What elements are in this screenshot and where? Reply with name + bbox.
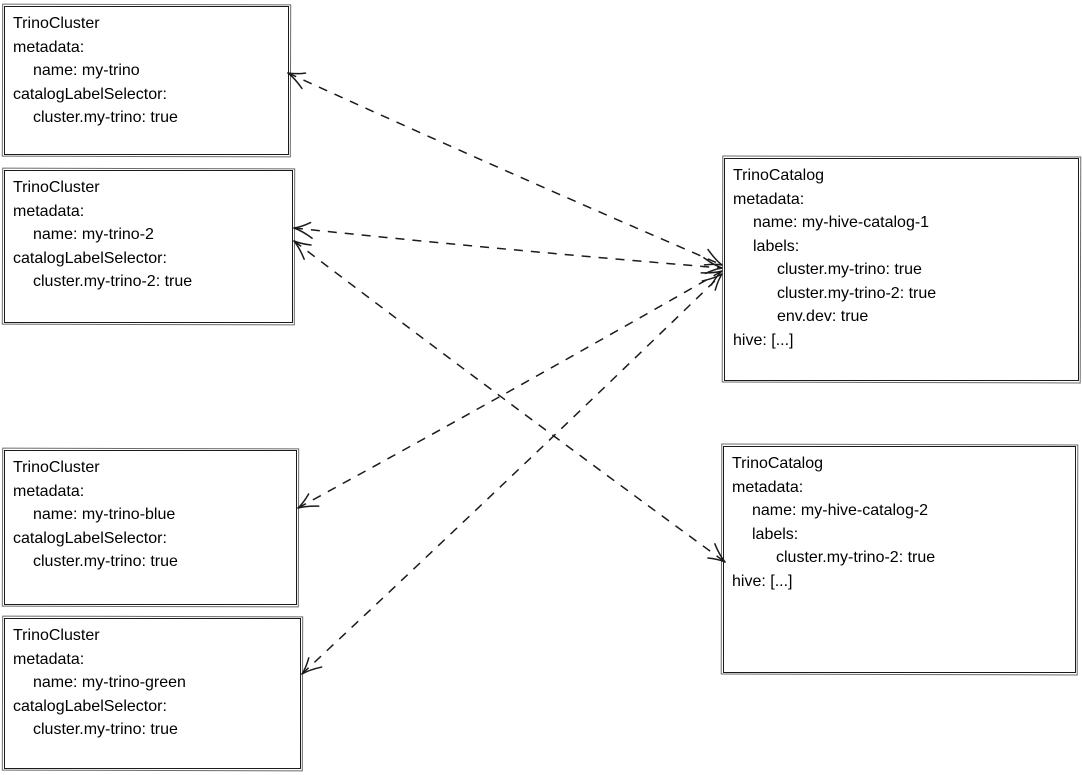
- node-text-line: cluster.my-trino: true: [33, 109, 178, 126]
- trinocatalog-my-hive-catalog-1-node: TrinoCatalog metadata: name: my-hive-catal…: [724, 158, 1079, 381]
- node-text-line: TrinoCatalog: [733, 167, 825, 184]
- connection-trino-cluster-1-to-trino-catalog-1: [287, 72, 723, 266]
- arrowhead: [710, 270, 723, 286]
- node-text-line: name: my-trino-green: [33, 674, 186, 691]
- node-text-line: catalogLabelSelector:: [13, 529, 167, 547]
- trinocluster-my-trino-green-node: TrinoCluster metadata: name: my-trino-gree…: [4, 618, 301, 769]
- node-text-line: metadata:: [733, 190, 805, 208]
- arrowhead: [301, 657, 310, 675]
- dashed-connector-line: [301, 273, 723, 675]
- node-text-line: hive: [...]: [732, 572, 793, 590]
- node-text-line: cluster.my-trino-2: true: [777, 284, 937, 302]
- arrowhead: [700, 270, 723, 274]
- node-text-line: hive: [...]: [733, 331, 794, 349]
- node-text-line: metadata:: [13, 482, 85, 500]
- node-text-line: name: my-hive-catalog-2: [752, 502, 929, 519]
- node-text-line: TrinoCluster: [13, 459, 100, 476]
- node-text-line: catalogLabelSelector:: [13, 249, 167, 267]
- node-text-line: labels:: [753, 237, 800, 255]
- arrowhead: [287, 72, 307, 75]
- connection-trino-cluster-2-to-trino-catalog-2: [293, 240, 726, 563]
- node-text-line: labels:: [752, 525, 799, 543]
- arrowhead: [704, 267, 723, 275]
- trinocluster-my-trino-2-node: TrinoCluster metadata: name: my-trino-2 cat…: [4, 170, 293, 323]
- node-text-line: metadata:: [13, 202, 85, 220]
- connection-trino-cluster-green-to-trino-catalog-1: [301, 273, 723, 675]
- arrowhead: [293, 227, 313, 239]
- node-text-line: TrinoCluster: [13, 15, 100, 32]
- arrowhead: [703, 263, 723, 266]
- dashed-connector-line: [287, 72, 723, 266]
- arrowhead: [714, 273, 723, 291]
- arrowhead: [701, 273, 723, 282]
- node-text-line: cluster.my-trino-2: true: [776, 549, 936, 566]
- arrowhead: [293, 221, 312, 229]
- connection-trino-cluster-blue-to-trino-catalog-1: [297, 270, 723, 509]
- node-text-line: name: my-trino: [33, 62, 140, 79]
- node-text-line: TrinoCluster: [13, 627, 100, 644]
- arrowhead: [703, 257, 723, 269]
- trinocluster-my-trino-node: TrinoCluster metadata: name: my-trino catal…: [4, 6, 289, 155]
- arrowhead: [293, 240, 312, 246]
- node-text-line: metadata:: [13, 650, 85, 668]
- dashed-connector-line: [293, 240, 726, 563]
- dashed-connector-line: [293, 227, 723, 269]
- arrowhead: [707, 248, 723, 266]
- node-text-line: name: my-hive-catalog-1: [753, 214, 930, 231]
- node-text-line: env.dev: true: [777, 308, 869, 325]
- connection-trino-cluster-2-to-trino-catalog-1: [293, 221, 723, 275]
- node-text-line: cluster.my-trino: true: [33, 553, 178, 570]
- dashed-connector-line: [297, 270, 723, 509]
- arrowhead: [287, 72, 303, 90]
- node-text-line: catalogLabelSelector:: [13, 85, 167, 103]
- trinocluster-my-trino-blue-node: TrinoCluster metadata: name: my-trino-blue…: [4, 450, 297, 605]
- node-text-line: catalogLabelSelector:: [13, 697, 167, 715]
- node-text-line: cluster.my-trino: true: [33, 721, 178, 738]
- node-text-line: TrinoCatalog: [732, 455, 824, 472]
- arrowhead: [301, 666, 323, 675]
- arrowhead: [297, 505, 320, 509]
- node-text-line: cluster.my-trino-2: true: [33, 273, 193, 290]
- trinocatalog-my-hive-catalog-2-node: TrinoCatalog metadata: name: my-hive-catal…: [723, 446, 1076, 673]
- node-text-line: metadata:: [732, 478, 804, 496]
- arrowhead: [297, 493, 310, 509]
- node-text-line: name: my-trino-blue: [33, 506, 176, 523]
- node-text-line: metadata:: [13, 38, 85, 56]
- arrowhead: [293, 240, 305, 260]
- node-text-line: TrinoCluster: [13, 179, 100, 196]
- node-text-line: name: my-trino-2: [33, 226, 154, 243]
- node-text-line: cluster.my-trino: true: [777, 261, 922, 278]
